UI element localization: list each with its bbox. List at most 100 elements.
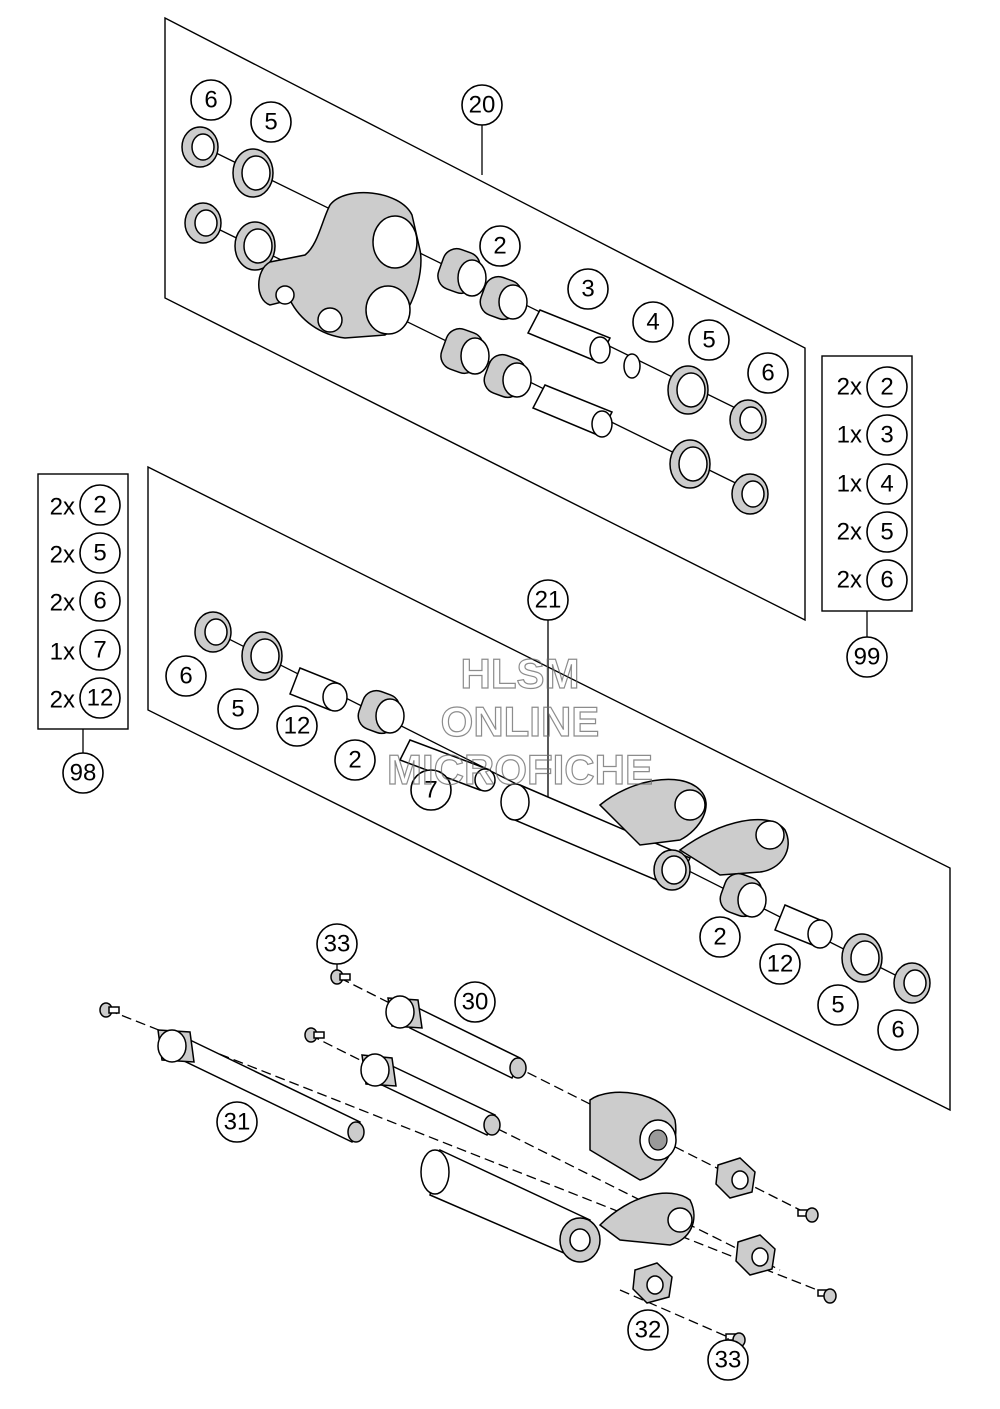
- svg-text:2: 2: [880, 374, 893, 401]
- svg-text:2x: 2x: [50, 542, 75, 569]
- svg-text:2x: 2x: [50, 494, 75, 521]
- svg-text:33: 33: [715, 1347, 742, 1374]
- screw-33-right-upper: [797, 1207, 819, 1223]
- svg-text:2x: 2x: [837, 567, 862, 594]
- bearing-2-lower-a: [440, 327, 490, 375]
- bolt-30: [385, 995, 527, 1080]
- svg-text:30: 30: [462, 989, 489, 1016]
- svg-text:4: 4: [880, 471, 893, 498]
- kit-99-row-2: 1x 4: [837, 463, 908, 505]
- callout-top-2[interactable]: 2: [479, 225, 521, 267]
- svg-text:2x: 2x: [50, 590, 75, 617]
- kit-99-row-3: 2x 5: [837, 511, 908, 553]
- svg-text:2: 2: [493, 233, 506, 260]
- sleeve-12-mid-right: [774, 904, 833, 949]
- svg-text:3: 3: [581, 276, 594, 303]
- callout-mid-7[interactable]: 7: [410, 769, 452, 811]
- bearing-2-upper-a: [437, 247, 487, 297]
- kit-98-row-4: 2x 12: [50, 677, 121, 719]
- svg-text:2: 2: [713, 924, 726, 951]
- callout-top-6a[interactable]: 6: [190, 79, 232, 121]
- svg-text:5: 5: [264, 109, 277, 136]
- svg-text:2x: 2x: [837, 519, 862, 546]
- callout-98[interactable]: 98: [62, 752, 104, 794]
- bolt-31: [157, 1029, 365, 1144]
- bearing-6-left-lower: [184, 202, 222, 244]
- linkage-arm-21: [500, 778, 789, 891]
- svg-text:6: 6: [880, 567, 893, 594]
- bearing-6-mid-left: [194, 611, 232, 653]
- screw-33-right-lower: [817, 1288, 837, 1304]
- callout-top-5b[interactable]: 5: [688, 319, 730, 361]
- svg-text:1x: 1x: [837, 471, 862, 498]
- callout-top-5a[interactable]: 5: [250, 101, 292, 143]
- svg-text:HLSM: HLSM: [461, 650, 580, 697]
- svg-text:12: 12: [284, 713, 311, 740]
- bearing-6-lower-right: [731, 473, 769, 515]
- svg-text:6: 6: [891, 1017, 904, 1044]
- callout-mid-5[interactable]: 5: [217, 688, 259, 730]
- callout-bot-30[interactable]: 30: [454, 981, 496, 1023]
- svg-text:32: 32: [635, 1317, 662, 1344]
- assembled-linkage: [420, 1091, 695, 1263]
- kit-99-row-1: 1x 3: [837, 414, 908, 456]
- svg-text:MICROFICHE: MICROFICHE: [387, 746, 653, 793]
- sleeve-3: [526, 309, 612, 364]
- callout-bot-33a[interactable]: 33: [316, 923, 358, 965]
- svg-text:12: 12: [767, 951, 794, 978]
- callout-mid-2[interactable]: 2: [334, 739, 376, 781]
- screw-33-left: [99, 1002, 120, 1018]
- kit-98-row-0: 2x 2: [50, 484, 121, 526]
- panel-21-outline: [147, 465, 951, 1112]
- seal-5-lower-right: [669, 439, 711, 489]
- svg-text:33: 33: [324, 931, 351, 958]
- callout-bot-32[interactable]: 32: [627, 1309, 669, 1351]
- callout-bot-33b[interactable]: 33: [707, 1339, 749, 1381]
- svg-text:5: 5: [93, 540, 106, 567]
- svg-text:5: 5: [231, 696, 244, 723]
- kit-98-row-2: 2x 6: [50, 580, 121, 622]
- bearing-2-mid-left: [357, 689, 405, 735]
- callout-mid-2b[interactable]: 2: [699, 916, 741, 958]
- seal-5-top-left: [232, 148, 274, 198]
- kit-99-row-0: 2x 2: [837, 366, 908, 408]
- svg-text:5: 5: [702, 327, 715, 354]
- svg-text:99: 99: [854, 644, 881, 671]
- callout-20[interactable]: 20: [461, 84, 503, 126]
- seal-5-mid-left: [241, 631, 283, 681]
- svg-text:31: 31: [224, 1109, 251, 1136]
- svg-text:2x: 2x: [837, 374, 862, 401]
- svg-text:6: 6: [93, 588, 106, 615]
- watermark: HLSM ONLINE MICROFICHE: [386, 649, 653, 793]
- panel-20-outline: [164, 16, 806, 622]
- callout-top-6b[interactable]: 6: [747, 352, 789, 394]
- svg-text:ONLINE: ONLINE: [441, 698, 600, 745]
- svg-text:6: 6: [204, 87, 217, 114]
- callout-mid-6b[interactable]: 6: [877, 1009, 919, 1051]
- callout-mid-6[interactable]: 6: [165, 655, 207, 697]
- callout-mid-5b[interactable]: 5: [817, 984, 859, 1026]
- svg-text:5: 5: [880, 519, 893, 546]
- svg-text:2: 2: [348, 747, 361, 774]
- svg-text:98: 98: [70, 760, 97, 787]
- callout-21[interactable]: 21: [527, 579, 569, 621]
- callout-top-3[interactable]: 3: [567, 268, 609, 310]
- svg-text:4: 4: [646, 309, 659, 336]
- svg-text:21: 21: [535, 587, 562, 614]
- nut-32-lower: [735, 1234, 776, 1276]
- svg-text:2x: 2x: [50, 687, 75, 714]
- callout-mid-12[interactable]: 12: [276, 705, 318, 747]
- callout-top-4[interactable]: 4: [632, 301, 674, 343]
- screw-33-mid: [304, 1027, 325, 1043]
- svg-text:1x: 1x: [837, 422, 862, 449]
- callout-bot-31[interactable]: 31: [216, 1101, 258, 1143]
- callout-mid-12b[interactable]: 12: [759, 943, 801, 985]
- bearing-2-mid-right: [719, 872, 767, 918]
- bearing-6-mid-right: [893, 962, 931, 1004]
- linkage-lever-20: [258, 192, 422, 339]
- svg-text:6: 6: [761, 360, 774, 387]
- svg-text:5: 5: [831, 992, 844, 1019]
- callout-99[interactable]: 99: [846, 636, 888, 678]
- bearing-2-lower-b: [483, 353, 532, 399]
